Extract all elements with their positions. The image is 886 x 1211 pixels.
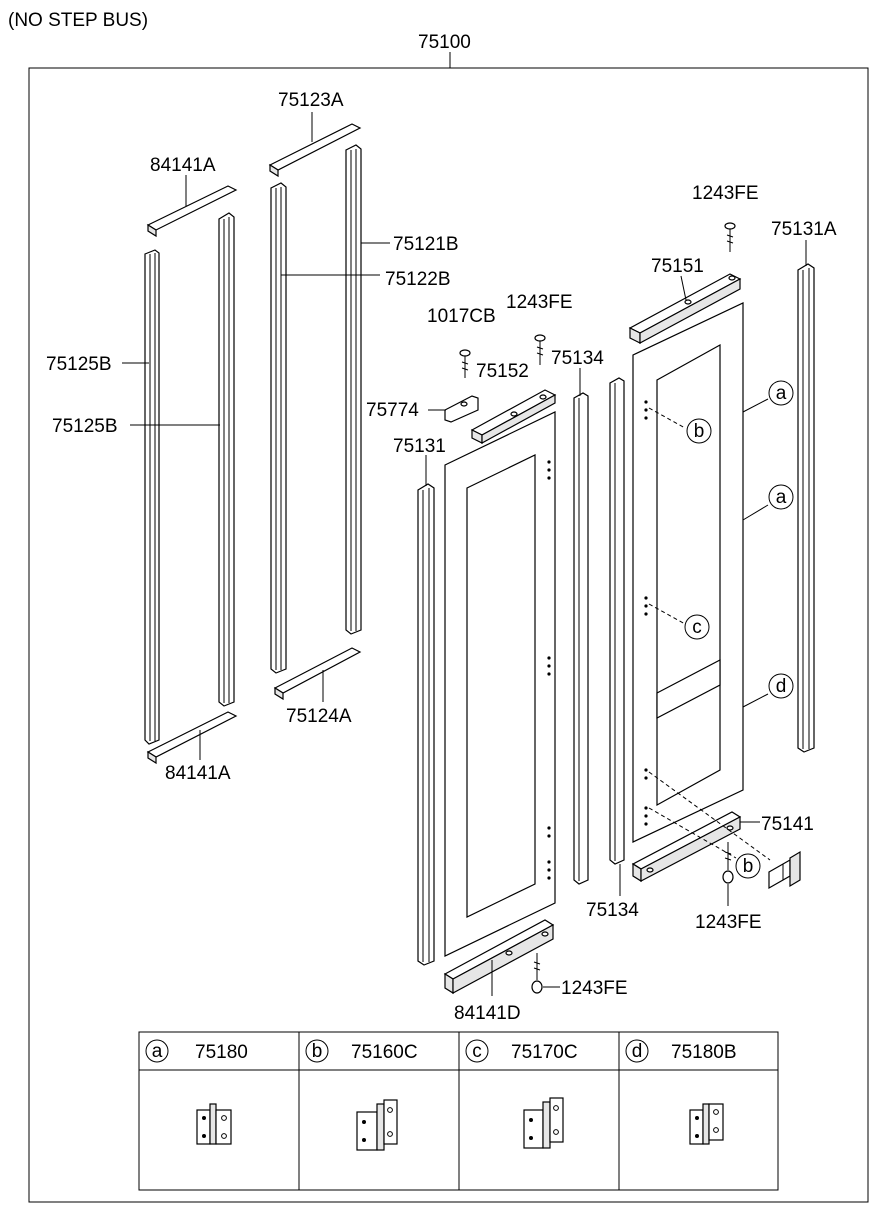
callout-75131A: 75131A xyxy=(771,219,837,240)
legend-cell-d: d 75180B xyxy=(625,1039,737,1063)
callout-84141A-top: 84141A xyxy=(150,155,216,176)
hinge-icon-75160C xyxy=(356,1099,398,1151)
callout-75774: 75774 xyxy=(366,400,419,421)
callout-75123A: 75123A xyxy=(278,90,344,111)
callout-75141: 75141 xyxy=(761,814,814,835)
svg-text:b: b xyxy=(743,856,754,877)
callout-75125B-1: 75125B xyxy=(46,354,112,375)
bolt-1243FE-top xyxy=(724,222,736,252)
legend-letter-d: d xyxy=(632,1041,643,1062)
part-75125B-left-channel xyxy=(144,249,160,745)
marker-b-1: b xyxy=(686,418,712,444)
callout-75134-top: 75134 xyxy=(551,348,604,369)
svg-text:d: d xyxy=(776,676,787,697)
assembly-number: 75100 xyxy=(418,32,471,53)
callout-75151: 75151 xyxy=(651,256,704,277)
callout-75121B: 75121B xyxy=(393,234,459,255)
part-84141D-bar xyxy=(443,919,555,995)
svg-text:a: a xyxy=(776,487,787,508)
callout-84141D: 84141D xyxy=(454,1003,521,1024)
hinge-b-detail xyxy=(768,850,801,890)
legend-cell-b: b 75160C xyxy=(305,1039,418,1063)
hinge-icon-75180B xyxy=(689,1103,724,1145)
legend-cell-c: c 75170C xyxy=(465,1039,578,1063)
part-84141A-bottom xyxy=(146,711,238,765)
part-75131A-channel xyxy=(797,263,815,753)
callout-1243FE-top: 1243FE xyxy=(692,183,759,204)
marker-b-2: b xyxy=(735,853,761,879)
callout-1243FE-right: 1243FE xyxy=(695,912,762,933)
bolt-1243FE-bottom xyxy=(531,953,543,994)
callout-75134-bottom: 75134 xyxy=(586,900,639,921)
part-75121B-channel xyxy=(345,144,362,635)
part-75124A xyxy=(273,647,362,701)
part-75152-bar xyxy=(470,389,557,445)
callout-1243FE-mid: 1243FE xyxy=(506,292,573,313)
callout-75124A: 75124A xyxy=(286,706,352,727)
part-75151-bar xyxy=(628,273,742,345)
callout-75131: 75131 xyxy=(393,436,446,457)
callout-84141A-bottom: 84141A xyxy=(165,763,231,784)
legend-part-a: 75180 xyxy=(195,1042,248,1063)
callout-75125B-2: 75125B xyxy=(52,416,118,437)
marker-d: d xyxy=(768,673,794,699)
right-door-panel xyxy=(632,302,744,843)
part-75134-top-channel xyxy=(573,392,589,885)
diagram-frame xyxy=(28,67,869,1203)
part-75774-bracket xyxy=(444,395,479,423)
legend-table xyxy=(138,1031,779,1191)
part-75134-bottom-channel xyxy=(609,377,625,865)
part-75141-bar xyxy=(631,811,742,883)
part-75131-channel xyxy=(417,483,435,966)
part-84141A-top xyxy=(146,185,238,238)
marker-c: c xyxy=(684,614,710,640)
callout-1243FE-bottom: 1243FE xyxy=(561,978,628,999)
bolt-1243FE-right xyxy=(722,842,734,884)
legend-part-d: 75180B xyxy=(671,1042,737,1063)
callout-1017CB: 1017CB xyxy=(427,306,496,327)
part-75123A xyxy=(268,123,362,178)
bolt-1017CB xyxy=(459,349,471,378)
part-75125B-right-channel xyxy=(218,212,235,707)
hinge-icon-75180 xyxy=(196,1103,232,1145)
legend-letter-c: c xyxy=(472,1041,482,1062)
marker-a-1: a xyxy=(768,380,794,406)
middle-door-panel xyxy=(444,411,556,957)
legend-part-c: 75170C xyxy=(511,1042,578,1063)
legend-part-b: 75160C xyxy=(351,1042,418,1063)
legend-letter-b: b xyxy=(312,1041,323,1062)
callout-75152: 75152 xyxy=(476,361,529,382)
svg-text:a: a xyxy=(776,383,787,404)
callout-75122B: 75122B xyxy=(385,269,451,290)
legend-cell-a: a 75180 xyxy=(145,1039,248,1063)
marker-a-2: a xyxy=(768,484,794,510)
svg-text:c: c xyxy=(692,617,702,638)
legend-letter-a: a xyxy=(152,1041,163,1062)
svg-text:b: b xyxy=(694,421,705,442)
part-75122B-channel xyxy=(270,182,287,674)
bolt-1243FE-mid xyxy=(534,334,546,365)
hinge-icon-75170C xyxy=(523,1097,564,1149)
no-step-bus-note: (NO STEP BUS) xyxy=(8,10,148,31)
